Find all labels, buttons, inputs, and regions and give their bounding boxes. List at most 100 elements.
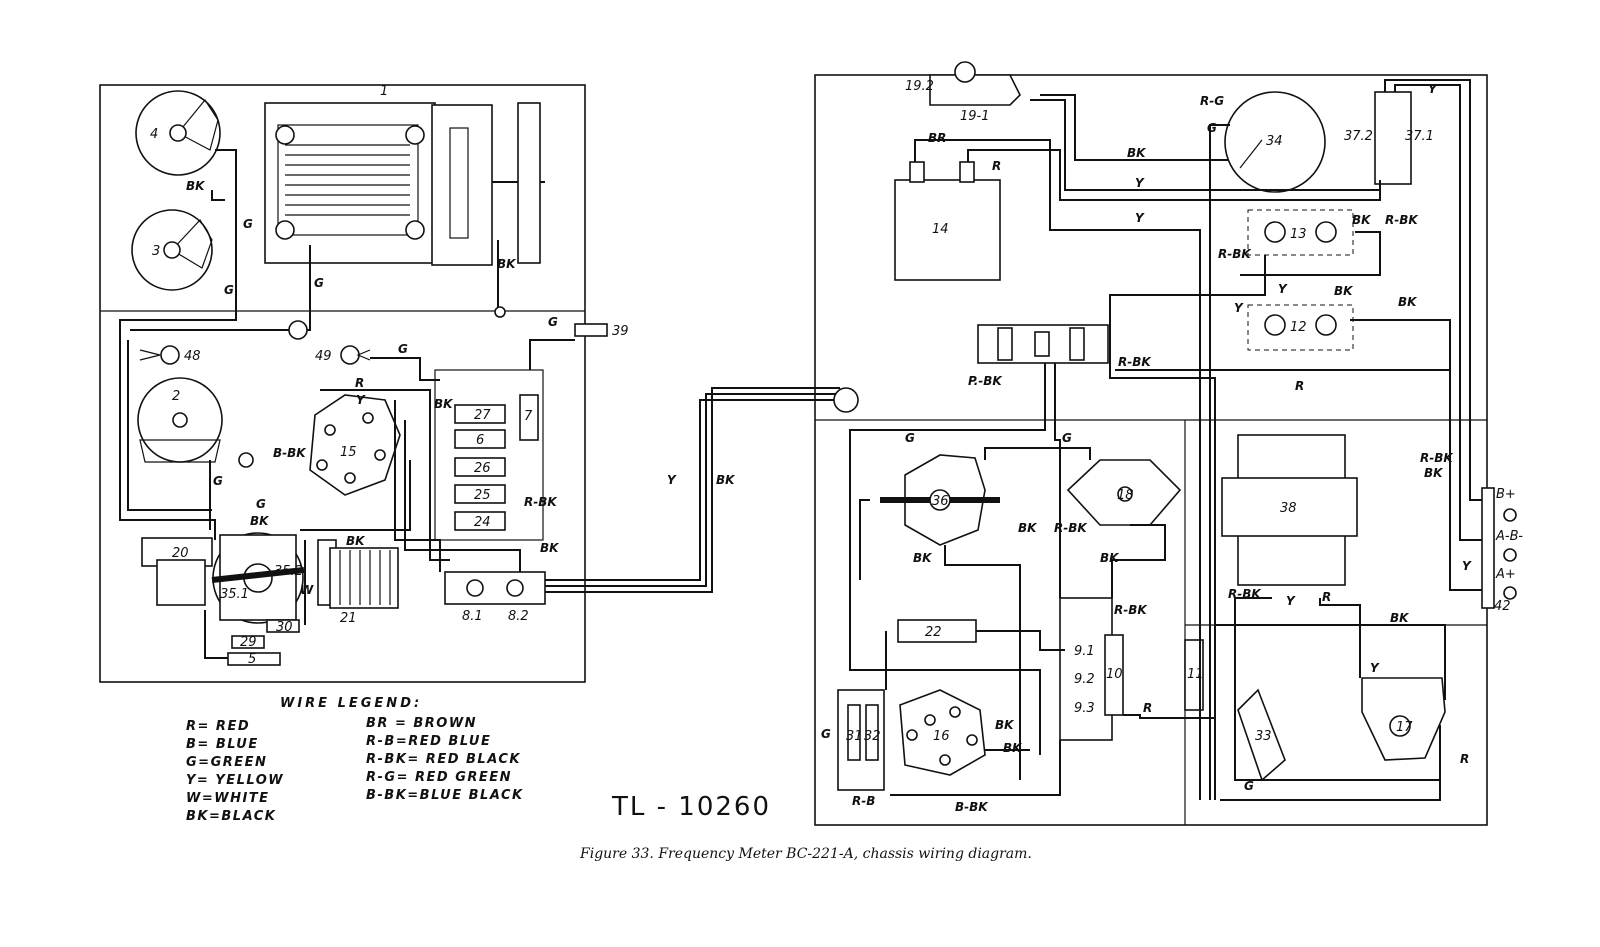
- wire-label: R-BK: [1228, 587, 1262, 601]
- label-19-1: 19-1: [960, 109, 990, 124]
- label-42: 42: [1494, 599, 1511, 614]
- wire-label: BR: [928, 131, 946, 145]
- wire-label: BK: [1018, 521, 1038, 535]
- right-wiring: [849, 79, 1482, 801]
- wire-label: Y: [667, 473, 677, 487]
- wire-label: G: [1062, 431, 1072, 445]
- terminal-strip: [977, 324, 1109, 364]
- wire-label: Y: [1278, 282, 1288, 296]
- label-11: 11: [1187, 667, 1204, 682]
- wire-label: G: [1207, 121, 1217, 135]
- wire-label: R-BK: [1114, 603, 1148, 617]
- wire-label: R-BK: [1118, 355, 1152, 369]
- wire-label: BK: [540, 541, 560, 555]
- board-9-10: 9.1 9.2 9.3 10: [1059, 597, 1124, 741]
- legend-entry: R= RED: [186, 719, 251, 734]
- label-26: 26: [474, 461, 491, 476]
- band-switch-35: 35.1 35.2: [211, 532, 305, 624]
- label-16: 16: [933, 729, 950, 744]
- tube-socket-15: 15: [309, 394, 401, 496]
- clip-48: 48: [139, 345, 201, 365]
- label-3: 3: [152, 244, 160, 259]
- clip-49: 49: [315, 345, 371, 365]
- legend-entry: B= BLUE: [186, 737, 259, 752]
- wire-label: R: [1143, 701, 1152, 715]
- wire-label: R: [992, 159, 1001, 173]
- dial-gear-19: 19.2 19-1: [905, 61, 1021, 124]
- wire-label: Y: [356, 393, 366, 407]
- legend-entry: Y= YELLOW: [186, 773, 285, 788]
- figure-caption: Figure 33. Frequency Meter BC-221-A, cha…: [580, 846, 1032, 862]
- wire-label: BK: [995, 718, 1015, 732]
- wire-label: R-BK: [1218, 247, 1252, 261]
- label-33: 33: [1255, 729, 1272, 744]
- socket-12: 12: [1247, 304, 1354, 351]
- label-35-1: 35.1: [220, 587, 249, 602]
- label-8-2: 8.2: [508, 609, 529, 624]
- wire-label: G: [213, 474, 223, 488]
- wire-label: G: [548, 315, 558, 329]
- wire-label: BK: [434, 397, 454, 411]
- legend-entry: BK=BLACK: [186, 809, 277, 824]
- legend-entry: R-B=RED BLUE: [366, 734, 492, 749]
- label-31: 31: [846, 729, 863, 744]
- label-9-2: 9.2: [1074, 672, 1095, 687]
- label-38: 38: [1280, 501, 1297, 516]
- tube-socket-18: 18: [1066, 459, 1182, 526]
- label-2: 2: [172, 389, 180, 404]
- label-20: 20: [172, 546, 189, 561]
- tube-socket-16: 31 32 16: [837, 689, 986, 791]
- terminal-b-plus: B+: [1496, 487, 1516, 502]
- legend-entry: G=GREEN: [186, 755, 268, 770]
- legend-entry: W=WHITE: [186, 791, 270, 806]
- wire-legend-left: R= RED B= BLUE G=GREEN Y= YELLOW W=WHITE…: [186, 718, 284, 826]
- label-35-2: 35.2: [274, 564, 303, 579]
- label-34: 34: [1266, 134, 1283, 149]
- wire-label: B-BK: [955, 800, 989, 814]
- wire-label: G: [398, 342, 408, 356]
- wire-label: R: [355, 376, 364, 390]
- wire-label: G: [905, 431, 915, 445]
- label-7: 7: [524, 409, 533, 424]
- legend-entry: R-BK= RED BLACK: [366, 752, 521, 767]
- label-15: 15: [340, 445, 357, 460]
- label-37-1: 37.1: [1405, 129, 1434, 144]
- transformer-38: 38: [1221, 434, 1358, 586]
- wire-label: Y: [1462, 559, 1472, 573]
- label-36: 36: [932, 494, 949, 509]
- wire-label: BK: [1390, 611, 1410, 625]
- legend-entry: R-G= RED GREEN: [366, 770, 513, 785]
- wire-label: BK: [497, 257, 517, 271]
- tube-socket-17: 17: [1361, 677, 1446, 761]
- wire-label: BK: [186, 179, 206, 193]
- wire-label: R: [1295, 379, 1304, 393]
- drawing-number: TL - 10260: [612, 792, 771, 822]
- wire-label: R: [1322, 590, 1331, 604]
- wire-label: G: [224, 283, 234, 297]
- wire-label: BK: [716, 473, 736, 487]
- condenser-3: 3: [131, 209, 213, 291]
- label-39: 39: [612, 324, 629, 339]
- condenser-4: 4: [135, 90, 221, 176]
- label-29: 29: [240, 635, 257, 650]
- wire-label: G: [243, 217, 253, 231]
- wire-label: R-B: [852, 794, 875, 808]
- wire-label: Y: [1370, 661, 1380, 675]
- battery-terminals-42: B+ A-B- A+ 42: [1481, 487, 1523, 614]
- wire-label: BK: [1334, 284, 1354, 298]
- wire-label: BK: [1352, 213, 1372, 227]
- label-8-1: 8.1: [462, 609, 483, 624]
- label-19-2: 19.2: [905, 79, 934, 94]
- wire-label: G: [256, 497, 266, 511]
- label-48: 48: [184, 349, 201, 364]
- wire-labels: BK G G G BK G G R Y BK B-BK R-BK G G BK …: [186, 82, 1472, 814]
- wire-label: BK: [1398, 295, 1418, 309]
- label-4: 4: [150, 127, 158, 142]
- resistor-board: 27 6 26 25 24 7: [434, 369, 544, 541]
- wire-label: BK: [1100, 551, 1120, 565]
- wire-label: BK: [250, 514, 270, 528]
- wire-label: R-BK: [1054, 521, 1088, 535]
- label-12: 12: [1290, 320, 1307, 335]
- meter-34: 34: [1224, 91, 1326, 193]
